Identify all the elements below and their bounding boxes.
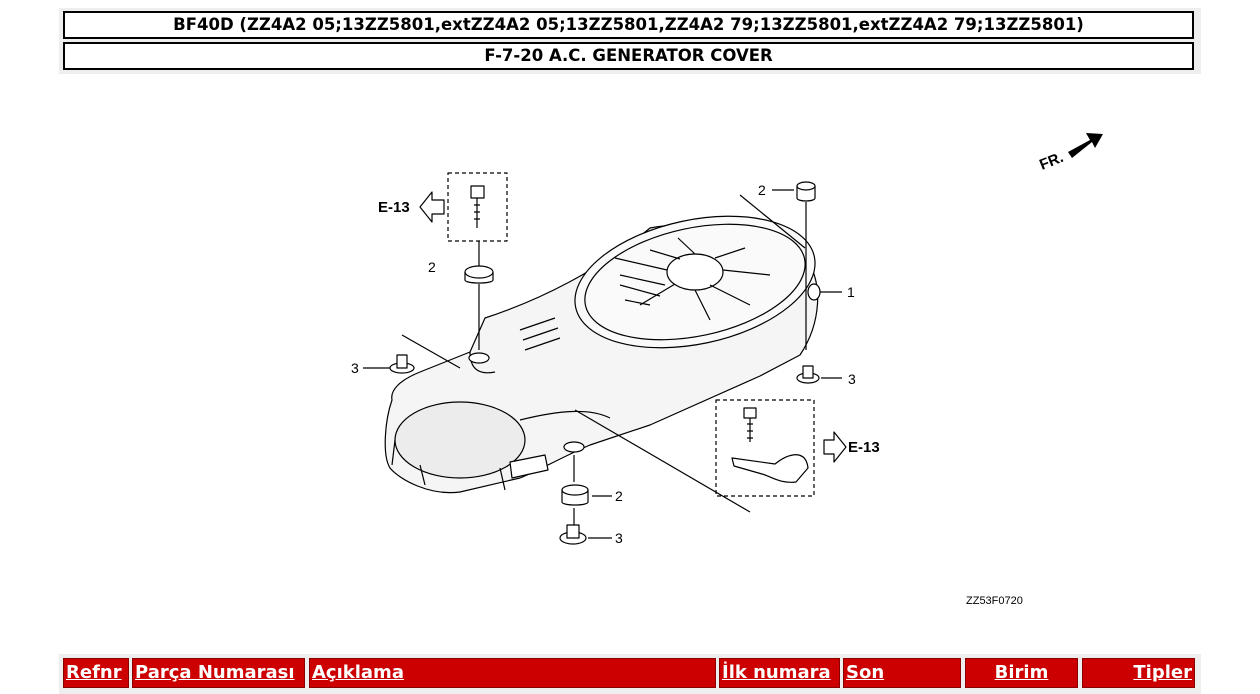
fan-hub [666,253,724,291]
ref-right-arrow [823,431,847,463]
callout-1: 1 [847,284,855,300]
col-unit[interactable]: Birim [965,658,1078,688]
ref-left-label: E-13 [378,199,410,216]
callout-2c: 2 [615,488,623,504]
fr-arrow [1068,133,1103,158]
col-description[interactable]: Açıklama [309,658,716,688]
model-title: BF40D (ZZ4A2 05;13ZZ5801,extZZ4A2 05;13Z… [63,11,1194,39]
callout-3b: 3 [848,371,856,387]
callout-3a: 3 [351,360,359,376]
cover-lobe [394,401,526,479]
col-last[interactable]: Son [843,658,961,688]
callout-2a: 2 [758,182,766,198]
col-first-number[interactable]: İlk numara [719,658,840,688]
col-types[interactable]: Tipler [1082,658,1195,688]
fr-label: FR. [1037,149,1066,174]
diagram-code: ZZ53F0720 [966,595,1023,607]
ref-right-label: E-13 [848,439,880,456]
callout-3c: 3 [615,530,623,546]
col-refnr[interactable]: Refnr [63,658,129,688]
ref-left-arrow [419,191,445,223]
col-part-number[interactable]: Parça Numarası [132,658,305,688]
callout-2b: 2 [428,259,436,275]
clamp [731,454,809,483]
parts-diagram: FR. E-13 E-13 1 2 2 2 3 3 3 ZZ53F0720 [351,133,1103,607]
section-title: F-7-20 A.C. GENERATOR COVER [63,42,1194,70]
